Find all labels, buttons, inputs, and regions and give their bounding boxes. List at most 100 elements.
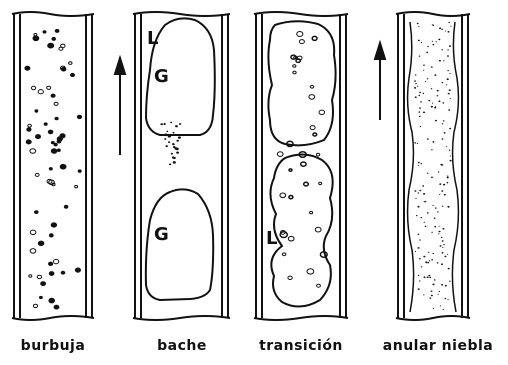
churn-droplet: [293, 71, 296, 74]
bubble: [31, 86, 35, 89]
churn-droplet: [293, 65, 296, 68]
mist-droplet: [450, 98, 451, 99]
bubble: [38, 241, 44, 245]
mist-droplet: [417, 23, 419, 24]
mist-droplet: [415, 96, 417, 98]
mist-droplet: [447, 182, 449, 183]
mist-droplet: [442, 102, 444, 103]
mist-droplet: [414, 190, 416, 192]
mist-droplet: [420, 126, 421, 127]
bubble: [49, 298, 55, 303]
mist-droplet: [443, 309, 444, 310]
mist-droplet: [438, 171, 439, 172]
mist-droplet: [430, 297, 432, 298]
mist-droplet: [442, 138, 444, 139]
bubble: [75, 185, 78, 187]
mist-droplet: [431, 177, 433, 179]
mist-droplet: [449, 150, 450, 151]
label-liquid-bache: L: [147, 28, 158, 49]
mist-droplet: [422, 185, 424, 186]
churn-droplet: [280, 193, 286, 198]
bubble: [49, 272, 54, 276]
mist-droplet: [423, 256, 425, 258]
mist-droplet: [425, 226, 427, 227]
bubble: [54, 305, 59, 309]
mist-droplet: [437, 95, 439, 96]
wake-bubble: [160, 123, 163, 125]
churn-droplet: [288, 276, 292, 279]
mist-droplet: [414, 87, 416, 89]
mist-droplet: [441, 49, 443, 50]
mist-droplet: [440, 245, 442, 247]
bubble: [48, 43, 54, 48]
mist-droplet: [448, 109, 450, 111]
mist-droplet: [442, 252, 444, 254]
bubble: [51, 94, 55, 97]
wake-bubble: [163, 123, 165, 125]
mist-droplet: [437, 90, 439, 92]
caption-transicion: transición: [259, 338, 343, 354]
mist-droplet: [418, 288, 420, 290]
bubble: [35, 110, 38, 112]
bubble: [30, 230, 36, 234]
caption-bache: bache: [157, 338, 207, 354]
bubble: [30, 149, 36, 154]
mist-droplet: [418, 40, 420, 42]
mist-droplet: [432, 24, 433, 25]
churn-gas-lower: [270, 154, 332, 306]
mist-droplet: [423, 65, 425, 66]
churn-droplet: [297, 32, 303, 37]
mist-droplet: [419, 56, 420, 57]
mist-droplet: [437, 262, 439, 263]
mist-droplet: [441, 284, 443, 286]
bubble: [40, 296, 43, 298]
bubble: [55, 29, 59, 32]
mist-droplet: [425, 261, 427, 263]
churn-droplet: [316, 153, 319, 156]
mist-droplet: [438, 100, 440, 102]
bubble: [78, 170, 81, 172]
mist-droplet: [429, 277, 431, 278]
panel-bache: L G G: [115, 12, 230, 320]
mist-droplet: [427, 212, 429, 213]
bubble: [60, 134, 65, 138]
bubble: [47, 86, 51, 89]
bubble: [28, 124, 32, 127]
wake-bubble: [169, 164, 171, 166]
wake-bubble: [168, 135, 171, 138]
bubble: [34, 34, 37, 36]
mist-droplet: [415, 198, 416, 199]
mist-droplet: [448, 268, 450, 270]
mist-droplet: [447, 254, 448, 255]
bubble: [71, 73, 75, 76]
mist-droplet: [437, 211, 438, 212]
mist-droplet: [436, 41, 437, 42]
bubble: [30, 249, 36, 254]
mist-droplet: [427, 262, 429, 263]
mist-droplet: [421, 217, 422, 218]
mist-droplet: [446, 146, 447, 147]
churn-droplet: [301, 162, 306, 166]
wake-bubble: [175, 125, 178, 127]
mist-droplet: [423, 93, 425, 94]
wake-bubble: [170, 122, 172, 124]
bubble: [27, 128, 31, 131]
flow-arrow-bache: [115, 58, 125, 155]
mist-droplet: [417, 143, 418, 144]
mist-droplet: [444, 256, 446, 258]
mist-droplet: [418, 234, 419, 235]
mist-droplet: [442, 123, 443, 124]
mist-droplet: [449, 73, 450, 74]
mist-droplet: [442, 247, 443, 248]
mist-droplet: [431, 149, 433, 150]
mist-droplet: [440, 305, 441, 306]
caption-burbuja: burbuja: [21, 338, 86, 354]
mist-droplet: [420, 163, 422, 164]
mist-droplet: [445, 31, 446, 32]
wake-bubble: [168, 141, 170, 143]
mist-droplet: [419, 116, 421, 117]
mist-droplet: [447, 55, 449, 57]
mist-droplet: [442, 240, 444, 242]
bubble: [54, 143, 57, 146]
mist-droplet: [432, 41, 433, 42]
